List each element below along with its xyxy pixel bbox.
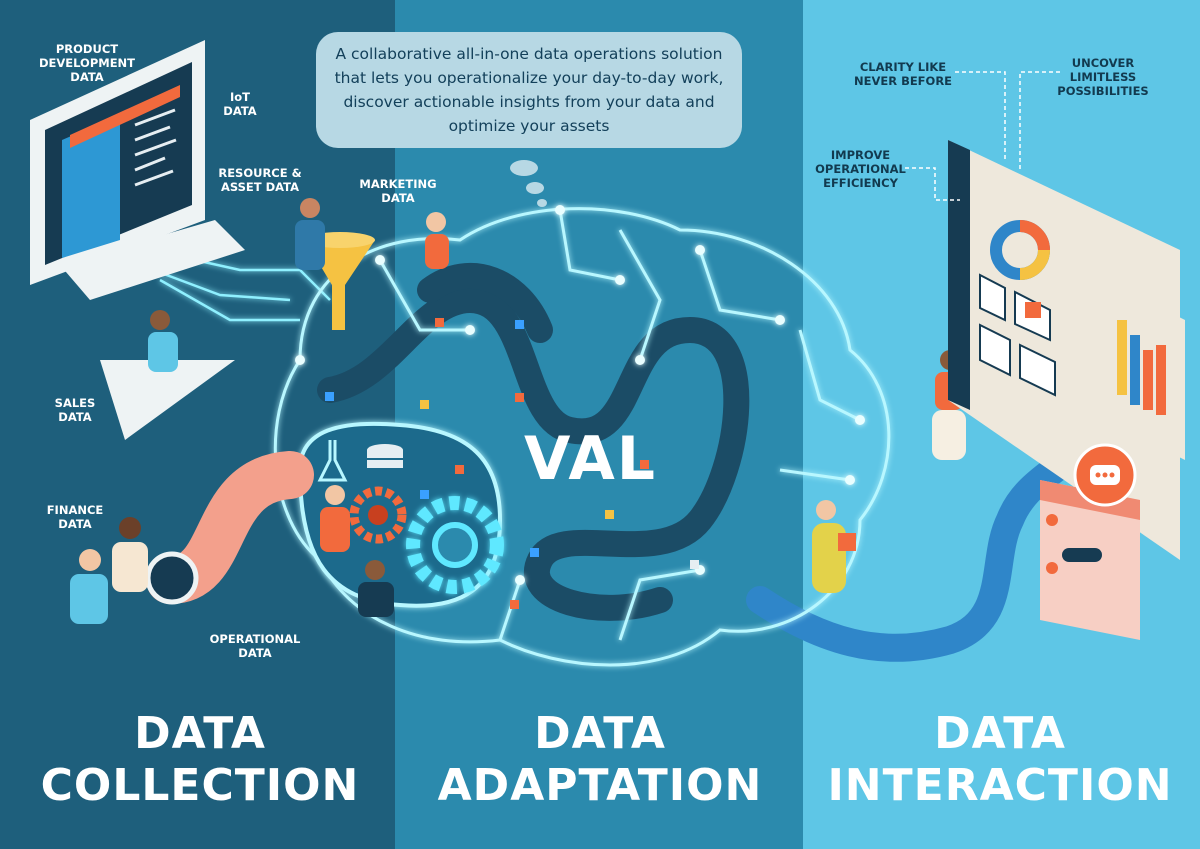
val-logo: VAL: [524, 424, 658, 494]
bar-chart-icon: [1105, 280, 1185, 460]
label-iot-data: IoT DATA: [223, 90, 257, 118]
label-resource-asset-data: RESOURCE & ASSET DATA: [218, 166, 302, 194]
gear-icon: [406, 496, 504, 594]
label-limitless-possibilities: UNCOVER LIMITLESS POSSIBILITIES: [1057, 56, 1149, 98]
data-blocks: [325, 318, 699, 609]
data-road: [317, 262, 750, 621]
person-plane-rider: [148, 310, 178, 372]
title-data-interaction: DATA INTERACTION: [827, 708, 1173, 811]
chat-panel: [1040, 480, 1140, 640]
person-operator: [320, 485, 394, 617]
thought-dots: [510, 160, 547, 207]
label-sales-data: SALES DATA: [54, 396, 96, 424]
leader-lines: [905, 71, 1060, 201]
paper-plane: [100, 360, 235, 440]
label-finance-data: FINANCE DATA: [46, 503, 104, 531]
database-icon: [367, 444, 403, 468]
title-data-adaptation: DATA ADAPTATION: [437, 708, 763, 811]
label-product-development-data: PRODUCT DEVELOPMENT DATA: [38, 42, 136, 84]
chat-bubble-icon: [1073, 443, 1137, 507]
pipe-opening: [145, 551, 199, 605]
blue-road: [746, 406, 1104, 662]
description-bubble: A collaborative all-in-one data operatio…: [316, 32, 742, 148]
monitor-icon: [30, 40, 245, 300]
label-marketing-data: MARKETING DATA: [359, 177, 437, 205]
label-operational-data: OPERATIONAL DATA: [209, 632, 301, 660]
label-clarity: CLARITY LIKE NEVER BEFORE: [853, 60, 953, 88]
label-operational-efficiency: IMPROVE OPERATIONAL EFFICIENCY: [815, 148, 906, 190]
person-marketing: [425, 212, 449, 269]
person-collector: [295, 198, 325, 270]
donut-chart-icon: [990, 220, 1050, 280]
gear-icon: [349, 486, 407, 544]
person-gift: [812, 500, 856, 593]
flask-icon: [317, 440, 348, 482]
person-finance: [70, 517, 148, 624]
title-data-collection: DATA COLLECTION: [40, 708, 360, 811]
